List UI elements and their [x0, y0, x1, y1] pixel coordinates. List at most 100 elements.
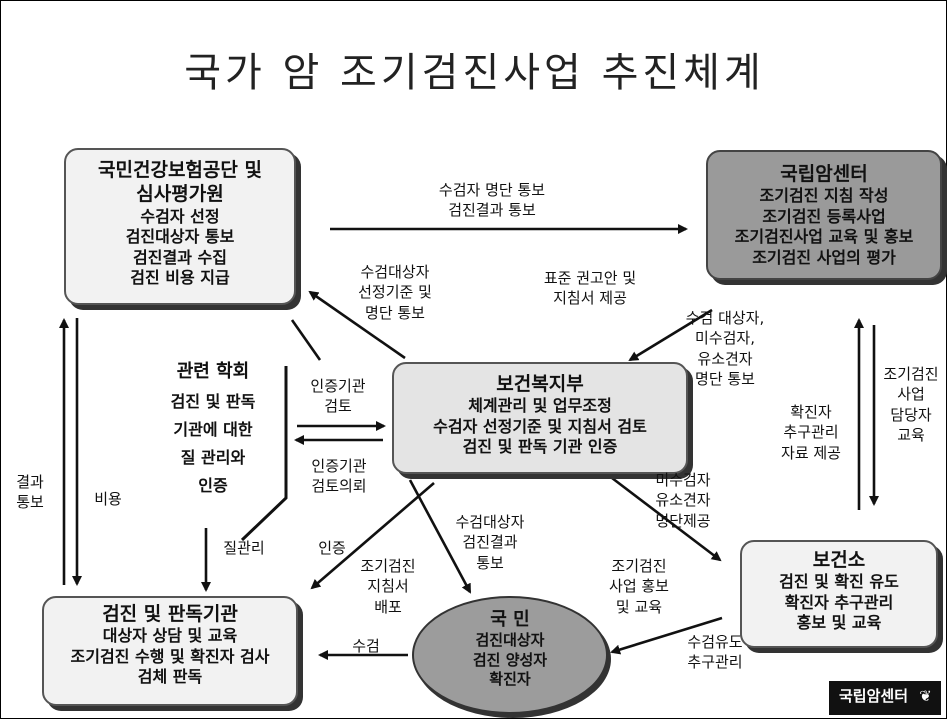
ministry-title: 보건복지부: [496, 373, 584, 395]
nhis-title: 국민건강보험공단 및: [98, 159, 262, 181]
label-line: 교육: [897, 425, 925, 444]
society-role: 검진 및 판독: [170, 391, 256, 411]
label-line: 검토의뢰: [311, 477, 367, 496]
label-line: 수검자 명단 통보: [438, 181, 546, 199]
ncc-title: 국립암센터: [780, 163, 868, 185]
health-center-role: 검진 및 확진 유도: [779, 572, 899, 592]
label-line: 추구관리: [783, 423, 839, 442]
ncc-role: 조기검진 지침 작성: [759, 186, 889, 206]
label-hc-to-ncc: 확진자 추구관리 자료 제공: [770, 402, 852, 463]
nhis-role: 검진 비용 지급: [130, 268, 230, 288]
ncc-role: 조기검진 등록사업: [762, 206, 886, 226]
society-title: 관련 학회: [176, 361, 250, 382]
nhis-box: 국민건강보험공단 및 심사평가원 수검자 선정 검진대상자 통보 검진결과 수집…: [64, 148, 296, 305]
society-role: 기관에 대한: [173, 419, 253, 439]
label-line: 검토: [324, 397, 352, 416]
label-line: 유소견자: [655, 491, 711, 510]
label-line: 수검대상자: [360, 263, 430, 281]
label-line: 선정기준 및: [358, 283, 432, 302]
ncc-logo: 국립암센터 ❦: [829, 681, 941, 715]
label-line: 검진결과 통보: [448, 201, 536, 220]
label-ncc-to-ministry: 표준 권고안 및 지침서 제공: [520, 268, 660, 309]
label-line: 인증기관: [310, 377, 366, 395]
label-quality: 질관리: [223, 539, 265, 557]
label-line: 명단제공: [655, 511, 711, 530]
ministry-box: 보건복지부 체계관리 및 업무조정 수검자 선정기준 및 지침서 검토 검진 및…: [392, 362, 688, 474]
label-line: 검진결과: [462, 533, 518, 552]
label-ministry-to-nhis: 수검대상자 선정기준 및 명단 통보: [330, 262, 460, 323]
label-certification: 인증: [318, 539, 346, 557]
society-box-corner: [240, 366, 288, 542]
ministry-role: 체계관리 및 업무조정: [468, 396, 612, 416]
citizen-title: 국 민: [490, 609, 530, 630]
arrow-ministry-to-screening: [310, 482, 435, 590]
label-hc-to-citizen: 수검유도 추구관리: [672, 632, 758, 673]
label-line: 조기검진: [611, 557, 667, 575]
ncc-box: 국립암센터 조기검진 지침 작성 조기검진 등록사업 조기검진사업 교육 및 홍…: [706, 150, 942, 280]
citizen-oval: 국 민 검진대상자 검진 양성자 확진자: [412, 596, 608, 714]
health-center-role: 홍보 및 교육: [796, 613, 882, 633]
arrow-ministry-to-citizen: [408, 479, 472, 594]
logo-text: 국립암센터: [839, 687, 909, 705]
screening-org-title: 검진 및 판독기관: [102, 603, 238, 625]
label-nhis-to-ncc: 수검자 명단 통보 검진결과 통보: [392, 180, 592, 221]
label-line: 결과: [16, 473, 44, 491]
label-guideline: 조기검진 지침서 배포: [348, 556, 428, 617]
label-line: 수검유도: [687, 633, 743, 651]
label-line: 명단 통보: [365, 303, 425, 322]
label-line: 통보: [476, 553, 504, 572]
ncc-role: 조기검진 사업의 평가: [752, 247, 896, 267]
citizen-role: 확진자: [489, 670, 531, 689]
label-ministry-to-citizen: 수검대상자 검진결과 통보: [440, 512, 540, 573]
label-line: 담당자: [890, 405, 932, 424]
arrow-ncc-to-ministry: [628, 308, 713, 362]
label-line: 배포: [374, 597, 402, 616]
label-line: 미수검자,: [695, 329, 755, 348]
ministry-role: 수검자 선정기준 및 지침서 검토: [433, 416, 647, 436]
arrow-ministry-to-hc: [611, 476, 722, 562]
health-center-title: 보건소: [812, 549, 866, 571]
label-line: 조기검진: [360, 557, 416, 575]
label-line: 사업: [897, 385, 925, 404]
citizen-role: 검진 양성자: [472, 650, 548, 669]
label-line: 수검 대상자,: [685, 309, 765, 327]
nhis-title-2: 심사평가원: [136, 183, 224, 206]
screening-org-box: 검진 및 판독기관 대상자 상담 및 교육 조기검진 수행 및 확진자 검사 검…: [42, 596, 298, 706]
arrow-nhis-to-ministry-link: [290, 319, 322, 361]
ncc-role: 조기검진사업 교육 및 홍보: [734, 227, 914, 247]
arrow-ministry-to-nhis: [308, 290, 406, 360]
screening-org-role: 검체 판독: [137, 667, 203, 687]
label-screening: 수검: [352, 637, 380, 655]
label-line: 수검대상자: [455, 513, 525, 531]
arrow-hc-to-citizen: [610, 616, 723, 655]
label-hc-to-ministry: 수검 대상자, 미수검자, 유소견자 명단 통보: [666, 308, 784, 389]
health-center-box: 보건소 검진 및 확진 유도 확진자 추구관리 홍보 및 교육: [740, 540, 938, 648]
label-line: 인증기관: [311, 457, 367, 475]
citizen-role: 검진대상자: [475, 631, 545, 650]
label-cert-review: 인증기관 검토: [298, 376, 378, 417]
label-result-notice: 결과 통보: [8, 472, 52, 513]
label-cert-request: 인증기관 검토의뢰: [294, 456, 384, 497]
leaf-icon: ❦: [919, 687, 932, 705]
label-line: 확진자: [790, 403, 832, 421]
society-role: 인증: [198, 475, 228, 495]
nhis-role: 검진결과 수집: [133, 247, 227, 267]
nhis-role: 검진대상자 통보: [125, 227, 235, 247]
label-line: 명단 통보: [695, 369, 755, 388]
society-block: 관련 학회 검진 및 판독 기관에 대한 질 관리와 인증: [148, 356, 278, 500]
label-hc-promo: 조기검진 사업 홍보 및 교육: [596, 556, 682, 617]
screening-org-role: 조기검진 수행 및 확진자 검사: [70, 646, 270, 666]
label-line: 조기검진: [883, 365, 939, 383]
label-line: 지침서 제공: [553, 289, 627, 308]
nhis-role: 수검자 선정: [140, 206, 220, 226]
label-line: 자료 제공: [781, 443, 841, 462]
health-center-role: 확진자 추구관리: [784, 592, 894, 612]
label-ncc-hc-education: 조기검진 사업 담당자 교육: [876, 364, 946, 445]
label-line: 표준 권고안 및: [543, 269, 637, 287]
society-role: 질 관리와: [180, 447, 246, 467]
label-line: 미수검자: [655, 471, 711, 489]
ministry-role: 검진 및 판독 기관 인증: [462, 437, 618, 457]
label-line: 지침서: [367, 577, 409, 596]
